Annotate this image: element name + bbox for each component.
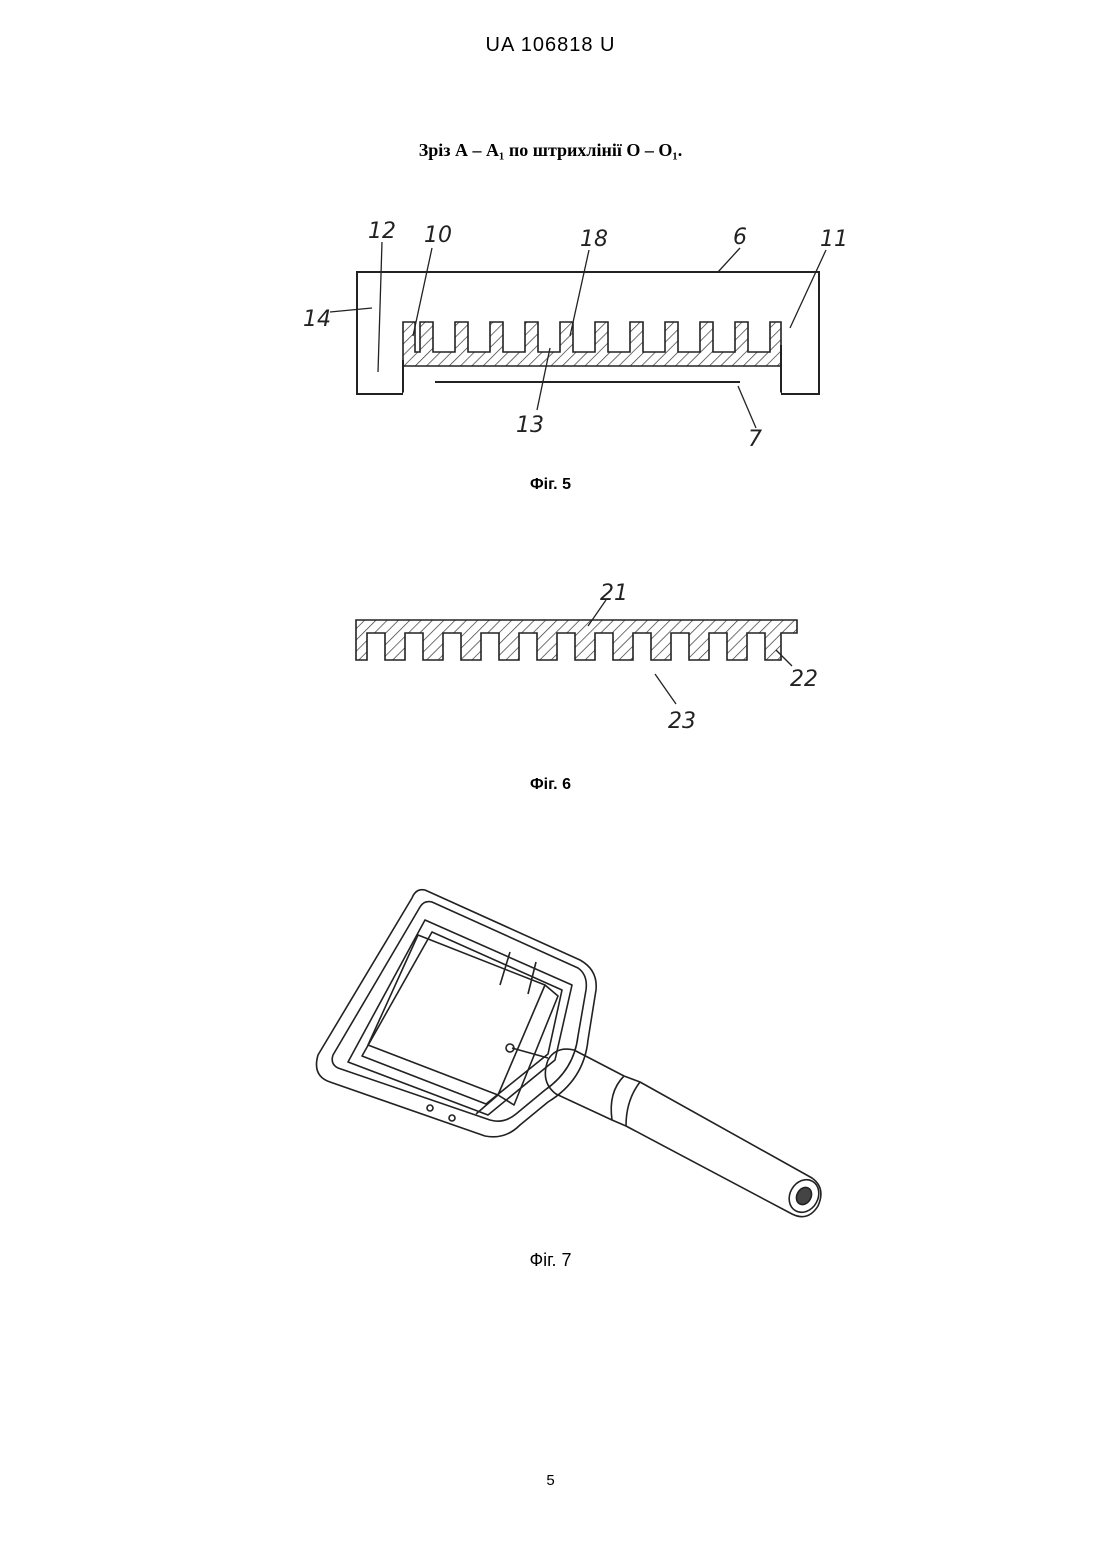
figure-6-drawing: 21 22 23 — [0, 570, 1101, 740]
ref-12: 12 — [368, 219, 396, 244]
figure-5-caption: Фіг. 5 — [0, 476, 1101, 494]
ref-21: 21 — [600, 581, 628, 606]
figure-6-caption: Фіг. 6 — [0, 776, 1101, 794]
ref-6: 6 — [733, 225, 747, 250]
ref-23: 23 — [668, 709, 696, 734]
ref-10: 10 — [424, 223, 452, 248]
ref-11: 11 — [820, 227, 848, 252]
document-number: UA 106818 U — [0, 34, 1101, 57]
figure-5-drawing: 12 10 18 6 11 14 13 7 — [0, 200, 1101, 460]
figure-7-drawing — [0, 880, 1101, 1230]
figure-7-caption: Фіг. 7 — [0, 1250, 1101, 1271]
ref-13: 13 — [516, 413, 544, 438]
ref-14: 14 — [303, 307, 331, 332]
section-title: Зріз А – А₁ по штрихлінії О – О₁. — [0, 140, 1101, 161]
ref-18: 18 — [580, 227, 608, 252]
ref-22: 22 — [790, 667, 818, 692]
ref-7: 7 — [748, 427, 762, 452]
page-number: 5 — [0, 1472, 1101, 1489]
